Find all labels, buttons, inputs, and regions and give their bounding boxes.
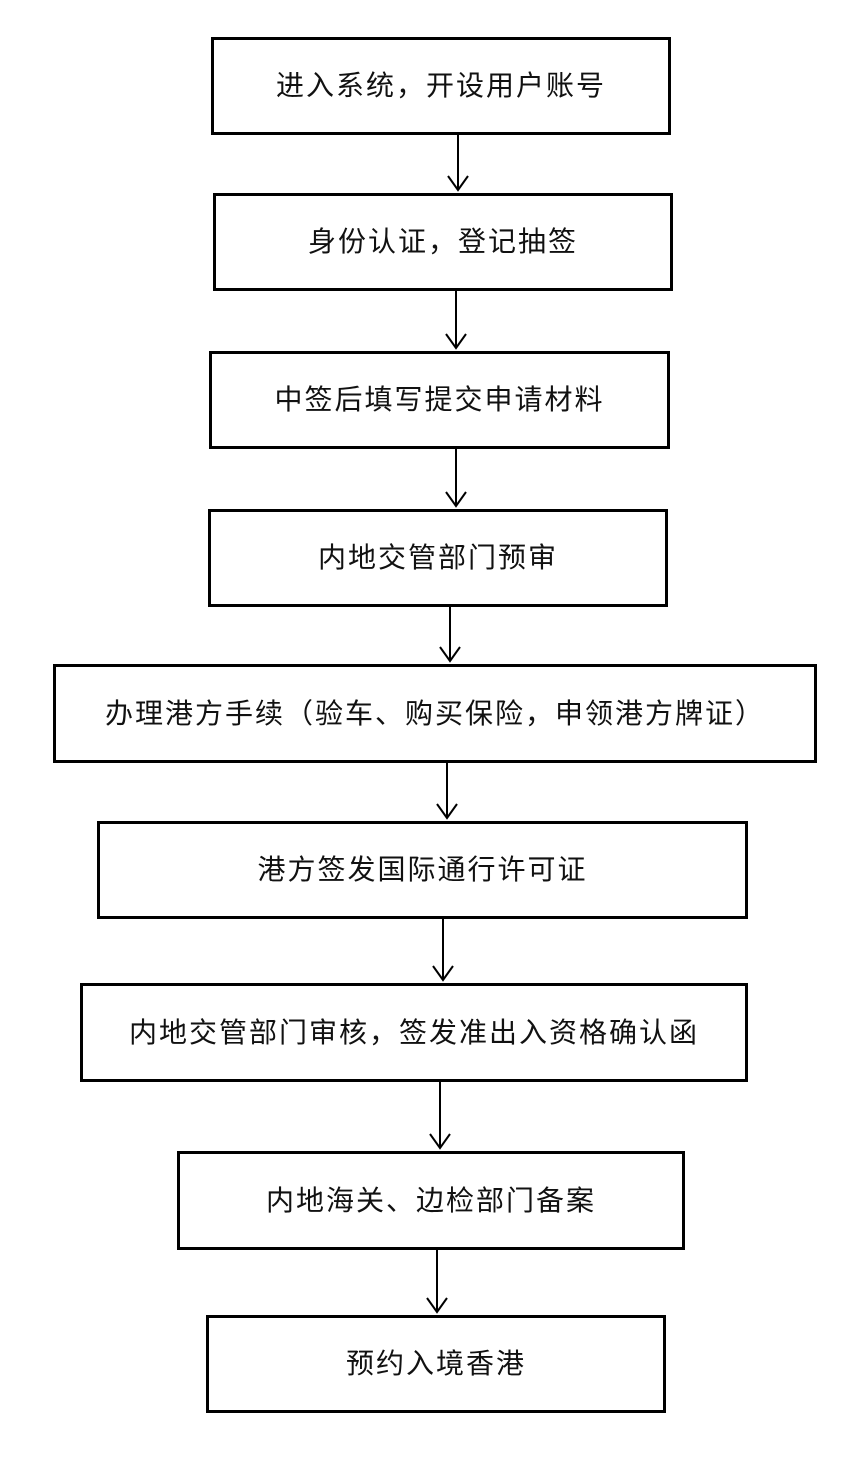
step-box-3: 中签后填写提交申请材料 [209,351,670,449]
arrow-3-to-4 [445,449,467,508]
step-label-2: 身份认证，登记抽签 [307,225,578,258]
arrow-5-to-6 [436,763,458,820]
step-box-9: 预约入境香港 [206,1315,666,1413]
arrow-1-to-2 [447,135,469,192]
step-label-5: 办理港方手续（验车、购买保险，申领港方牌证） [104,696,765,730]
step-box-7: 内地交管部门审核，签发准出入资格确认函 [80,983,748,1082]
step-box-2: 身份认证，登记抽签 [213,193,673,291]
step-label-7: 内地交管部门审核，签发准出入资格确认函 [128,1015,699,1049]
arrow-2-to-3 [445,291,467,350]
arrow-8-to-9 [426,1250,448,1314]
step-label-8: 内地海关、边检部门备案 [265,1183,596,1217]
step-label-3: 中签后填写提交申请材料 [274,383,605,416]
arrow-4-to-5 [439,607,461,663]
arrow-7-to-8 [429,1082,451,1150]
step-label-4: 内地交管部门预审 [317,541,558,574]
step-label-6: 港方签发国际通行许可证 [257,853,588,886]
step-box-1: 进入系统，开设用户账号 [211,37,671,135]
arrow-6-to-7 [432,919,454,982]
step-box-5: 办理港方手续（验车、购买保险，申领港方牌证） [53,664,817,763]
step-box-6: 港方签发国际通行许可证 [97,821,748,919]
step-box-8: 内地海关、边检部门备案 [177,1151,685,1250]
step-label-9: 预约入境香港 [345,1347,526,1380]
step-label-1: 进入系统，开设用户账号 [275,69,606,102]
step-box-4: 内地交管部门预审 [208,509,668,607]
